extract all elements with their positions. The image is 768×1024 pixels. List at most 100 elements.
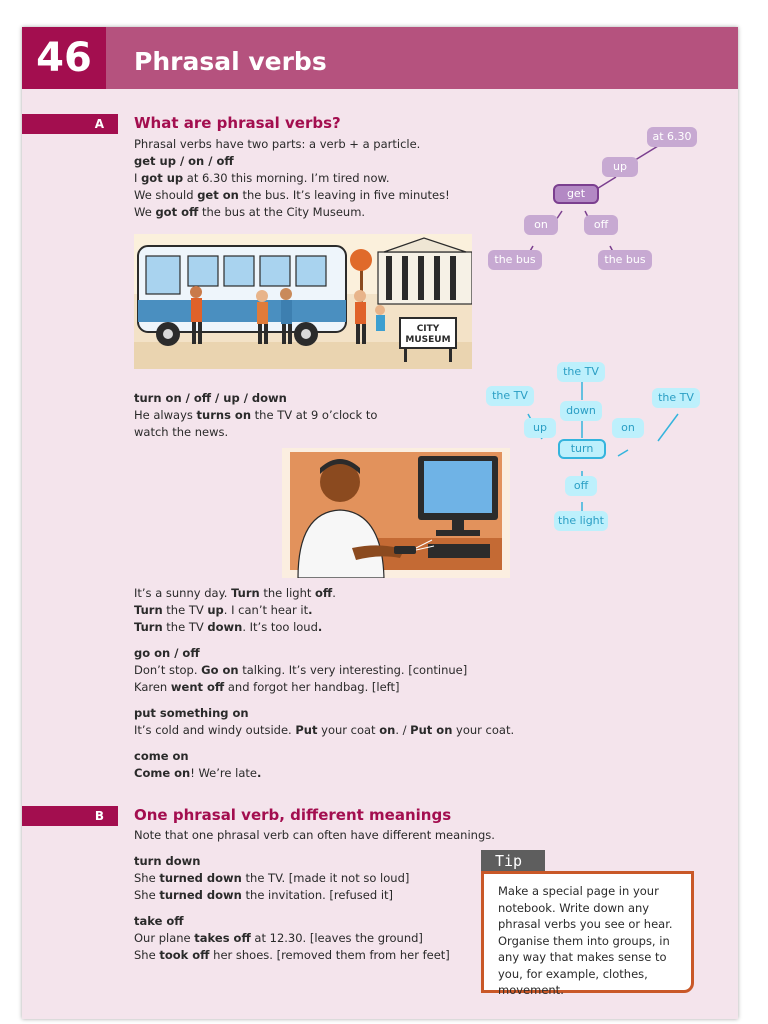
- text-line: go on / off: [134, 645, 514, 662]
- text-segment: .: [332, 586, 336, 600]
- text-segment: and forgot her handbag. [left]: [224, 680, 400, 694]
- bold-phrase: got up: [141, 171, 184, 185]
- node-turn-down: down: [560, 401, 602, 421]
- spacer: [134, 904, 495, 913]
- bold-phrase: turned down: [159, 871, 242, 885]
- text-line: take off: [134, 913, 495, 930]
- unit-header: 46 Phrasal verbs: [22, 27, 738, 89]
- unit-title: Phrasal verbs: [134, 47, 327, 76]
- text-line: Turn the TV down. It’s too loud.: [134, 619, 514, 636]
- text-line: get up / on / off: [134, 153, 450, 170]
- text-line: She took off her shoes. [removed them fr…: [134, 947, 495, 964]
- text-segment: Don’t stop.: [134, 663, 202, 677]
- bold-phrase: come on: [134, 749, 189, 763]
- node-the-bus-1: the bus: [488, 250, 542, 270]
- text-line: It’s a sunny day. Turn the light off.: [134, 585, 514, 602]
- bold-phrase: .: [308, 603, 313, 617]
- text-segment: Our plane: [134, 931, 195, 945]
- node-get: get: [553, 184, 599, 204]
- text-segment: She: [134, 888, 160, 902]
- text-block-meanings: Note that one phrasal verb can often hav…: [134, 827, 495, 964]
- bold-phrase: down: [207, 620, 243, 634]
- node-get-off: off: [584, 215, 618, 235]
- node-at-630: at 6.30: [647, 127, 697, 147]
- text-segment: Karen: [134, 680, 171, 694]
- text-segment: . /: [395, 723, 411, 737]
- text-segment: It’s cold and windy outside.: [134, 723, 296, 737]
- text-segment: at 6.30 this morning. I’m tired now.: [183, 171, 390, 185]
- bold-phrase: on: [379, 723, 396, 737]
- bold-phrase: .: [317, 620, 323, 634]
- text-line: She turned down the TV. [made it not so …: [134, 870, 495, 887]
- bold-phrase: Come on: [134, 766, 191, 780]
- node-get-up: up: [602, 157, 638, 177]
- bold-phrase: takes off: [194, 931, 251, 945]
- text-segment: She: [134, 948, 160, 962]
- text-line: Karen went off and forgot her handbag. […: [134, 679, 514, 696]
- bold-phrase: take off: [134, 914, 184, 928]
- text-block-get: Phrasal verbs have two parts: a verb + a…: [134, 136, 450, 221]
- bold-phrase: off: [315, 586, 333, 600]
- text-segment: It’s a sunny day.: [134, 586, 232, 600]
- bold-phrase: .: [256, 766, 262, 780]
- node-turn-light: the light: [554, 511, 608, 531]
- text-line: Note that one phrasal verb can often hav…: [134, 827, 495, 844]
- text-segment: talking. It’s very interesting. [continu…: [238, 663, 468, 677]
- bold-phrase: Put on: [410, 723, 453, 737]
- text-segment: . It’s too loud: [242, 620, 318, 634]
- text-segment: at 12.30. [leaves the ground]: [250, 931, 423, 945]
- bold-phrase: Put: [295, 723, 318, 737]
- bold-phrase: took off: [159, 948, 210, 962]
- section-b-letter: B: [94, 809, 104, 823]
- text-segment: We: [134, 205, 156, 219]
- bold-phrase: Turn: [231, 586, 260, 600]
- section-b-tab: B: [22, 806, 118, 826]
- bold-phrase: get on: [197, 188, 239, 202]
- text-line: Phrasal verbs have two parts: a verb + a…: [134, 136, 450, 153]
- bold-phrase: turn down: [134, 854, 201, 868]
- tip-box: Make a special page in your notebook. Wr…: [481, 871, 694, 997]
- bold-phrase: Turn: [134, 603, 163, 617]
- text-segment: her shoes. [removed them from her feet]: [209, 948, 450, 962]
- bold-phrase: turn on / off / up / down: [134, 391, 287, 405]
- section-a-tab: A: [22, 114, 118, 134]
- bold-phrase: get up / on / off: [134, 154, 234, 168]
- node-get-on: on: [524, 215, 558, 235]
- bold-phrase: went off: [170, 680, 225, 694]
- bus-museum-illustration: CITY MUSEUM: [134, 234, 472, 369]
- text-segment: the bus at the City Museum.: [198, 205, 366, 219]
- page: 46 Phrasal verbs A What are phrasal verb…: [22, 27, 738, 1019]
- text-line: It’s cold and windy outside. Put your co…: [134, 722, 514, 739]
- unit-number: 46: [22, 27, 106, 89]
- text-segment: I: [134, 171, 142, 185]
- text-line: We got off the bus at the City Museum.: [134, 204, 450, 221]
- text-line: Don’t stop. Go on talking. It’s very int…: [134, 662, 514, 679]
- bold-phrase: turned down: [159, 888, 242, 902]
- text-segment: ! We’re late: [190, 766, 257, 780]
- text-segment: the TV: [162, 620, 208, 634]
- bold-phrase: up: [207, 603, 224, 617]
- text-segment: We should: [134, 188, 198, 202]
- text-segment: watch the news.: [134, 425, 229, 439]
- text-segment: He always: [134, 408, 197, 422]
- text-segment: the bus. It’s leaving in five minutes!: [238, 188, 450, 202]
- bold-phrase: put something on: [134, 706, 249, 720]
- bold-phrase: go on / off: [134, 646, 200, 660]
- text-line: I got up at 6.30 this morning. I’m tired…: [134, 170, 450, 187]
- text-line: Turn the TV up. I can’t hear it.: [134, 602, 514, 619]
- text-line: Our plane takes off at 12.30. [leaves th…: [134, 930, 495, 947]
- text-block-examples: It’s a sunny day. Turn the light off.Tur…: [134, 585, 514, 782]
- text-line: turn down: [134, 853, 495, 870]
- spacer: [134, 844, 495, 853]
- museum-sign-line2: MUSEUM: [405, 335, 450, 345]
- bold-phrase: Go on: [201, 663, 239, 677]
- text-segment: your coat.: [452, 723, 515, 737]
- text-segment: the TV. [made it not so loud]: [241, 871, 410, 885]
- node-turn-tv-left: the TV: [486, 386, 534, 406]
- text-line: put something on: [134, 705, 514, 722]
- man-tv-illustration: [282, 448, 510, 578]
- spacer: [134, 636, 514, 645]
- text-segment: the light: [259, 586, 316, 600]
- spacer: [134, 696, 514, 705]
- text-line: come on: [134, 748, 514, 765]
